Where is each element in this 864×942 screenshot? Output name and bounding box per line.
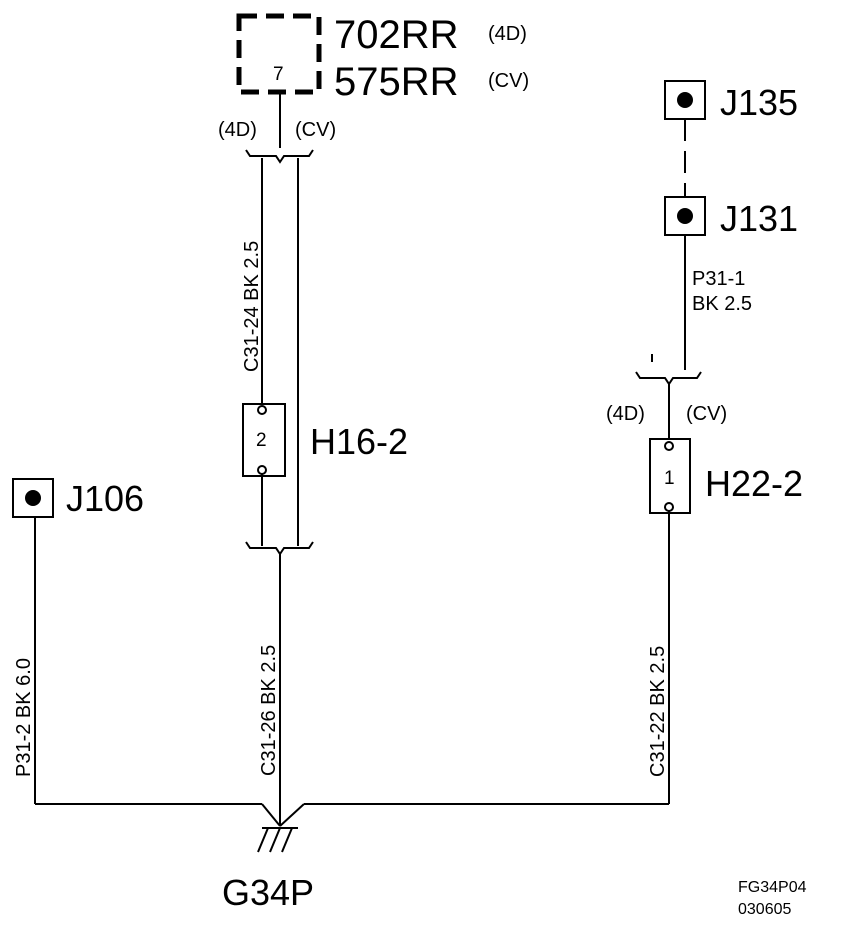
- connector-j135-label: J135: [720, 82, 798, 123]
- connector-h16-2-pin-top: [257, 405, 267, 415]
- dashed-connector-702rr-575rr: 7: [236, 13, 322, 95]
- connector-h22-2-pin-top: [664, 441, 674, 451]
- connector-h16-2-body: [242, 403, 286, 477]
- connector-j131-terminal: [677, 208, 693, 224]
- ground-symbol-icon: [257, 827, 298, 853]
- date-code: 030605: [738, 901, 791, 918]
- connector-code-4d: 702RR: [334, 13, 459, 57]
- connector-h22-2-body: [649, 438, 691, 514]
- ground-hatch-2: [269, 827, 281, 853]
- figure-id: FG34P04: [738, 879, 807, 896]
- connector-j131-label: J131: [720, 198, 798, 239]
- connector-h22-2-label: H22-2: [705, 463, 803, 504]
- wire-label-c31-26: C31-26 BK 2.5: [258, 645, 280, 776]
- variant-brace-h22: [635, 371, 702, 386]
- wire-bus-right-diag: [279, 803, 305, 827]
- connector-h22-2-pin: 1: [664, 468, 675, 489]
- variant-label-top-right: (CV): [295, 119, 336, 141]
- wire-label-p31-1-line1: P31-1: [692, 268, 745, 290]
- connector-h22-2: 1: [649, 438, 691, 514]
- wire-label-p31-1-line2: BK 2.5: [692, 293, 752, 315]
- connector-h16-2: 2: [242, 403, 286, 477]
- connector-variant-4d: (4D): [488, 23, 527, 45]
- dashed-connector-pin: 7: [273, 64, 284, 85]
- ground-hatch-3: [281, 827, 293, 853]
- connector-h16-2-pin-bottom: [257, 465, 267, 475]
- connector-code-cv: 575RR: [334, 60, 459, 104]
- wire-label-p31-2: P31-2 BK 6.0: [13, 658, 35, 777]
- connector-j135: [664, 80, 706, 120]
- variant-brace-bottom: [245, 541, 314, 556]
- wire-label-c31-22: C31-22 BK 2.5: [647, 646, 669, 777]
- ground-hatch-1: [257, 827, 269, 853]
- connector-j106-label: J106: [66, 478, 144, 519]
- connector-h16-2-label: H16-2: [310, 421, 408, 462]
- wire-label-c31-24: C31-24 BK 2.5: [241, 241, 263, 372]
- connector-j131: [664, 196, 706, 236]
- connector-variant-cv: (CV): [488, 70, 529, 92]
- connector-h16-2-pin: 2: [256, 430, 267, 451]
- variant-label-h22-left: (4D): [606, 403, 645, 425]
- connector-j106: [12, 478, 54, 518]
- wire-bus-left-diag: [261, 803, 281, 827]
- variant-label-h22-right: (CV): [686, 403, 727, 425]
- connector-j106-terminal: [25, 490, 41, 506]
- variant-brace-top: [245, 149, 314, 164]
- connector-j135-terminal: [677, 92, 693, 108]
- ground-label: G34P: [222, 872, 314, 913]
- variant-label-top-left: (4D): [218, 119, 257, 141]
- connector-h22-2-pin-bottom: [664, 502, 674, 512]
